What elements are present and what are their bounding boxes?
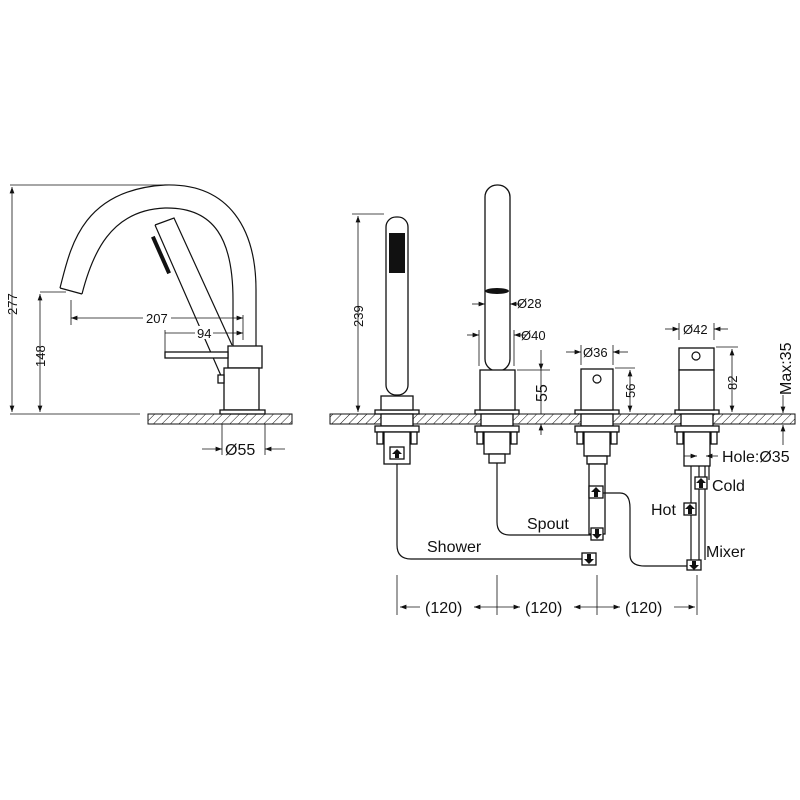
dim-o42: Ø42 (683, 322, 708, 337)
hole-diameter-label: Hole:Ø35 (722, 449, 790, 466)
dim-max35: Max:35 (778, 342, 795, 395)
dim-239: 239 (351, 305, 366, 327)
spacing-3: (120) (625, 600, 662, 617)
under-deck-fittings (374, 409, 720, 560)
spacing-2: (120) (525, 600, 562, 617)
label-cold: Cold (712, 478, 745, 495)
handshower (380, 216, 414, 411)
mixer-hose (603, 492, 690, 567)
flow-arrows (389, 446, 708, 571)
dim-56: 56 (623, 384, 638, 398)
dim-148: 148 (33, 345, 48, 367)
dim-o55: Ø55 (225, 442, 255, 459)
dim-82: 82 (725, 376, 740, 390)
spout-hose (496, 463, 597, 536)
dim-o36: Ø36 (583, 345, 608, 360)
spout-outline (59, 184, 257, 346)
deck-hatch-front (329, 413, 796, 425)
deck-hatch (147, 413, 293, 425)
shower-hose (396, 464, 587, 560)
dim-55: 55 (534, 384, 551, 402)
label-spout: Spout (527, 516, 569, 533)
dim-94: 94 (197, 326, 211, 341)
label-mixer: Mixer (706, 544, 746, 561)
lever (164, 351, 229, 359)
diverter-valve (580, 368, 614, 411)
spray-dots (151, 235, 171, 275)
dim-277: 277 (5, 293, 20, 315)
spacing-dimensions: (120) (120) (120) (396, 575, 698, 617)
label-shower: Shower (427, 539, 482, 556)
spacing-1: (120) (425, 600, 462, 617)
dim-o28: Ø28 (517, 296, 542, 311)
spout (479, 184, 516, 411)
label-hot: Hot (651, 502, 676, 519)
dim-o40: Ø40 (521, 328, 546, 343)
dim-207: 207 (146, 311, 168, 326)
front-view: 239 Ø28 Ø40 55 Ø36 56 Ø42 82 Max:35 Hole… (329, 184, 796, 617)
side-view: 277 148 207 94 Ø55 (5, 184, 293, 459)
mixer-valve (678, 347, 715, 411)
